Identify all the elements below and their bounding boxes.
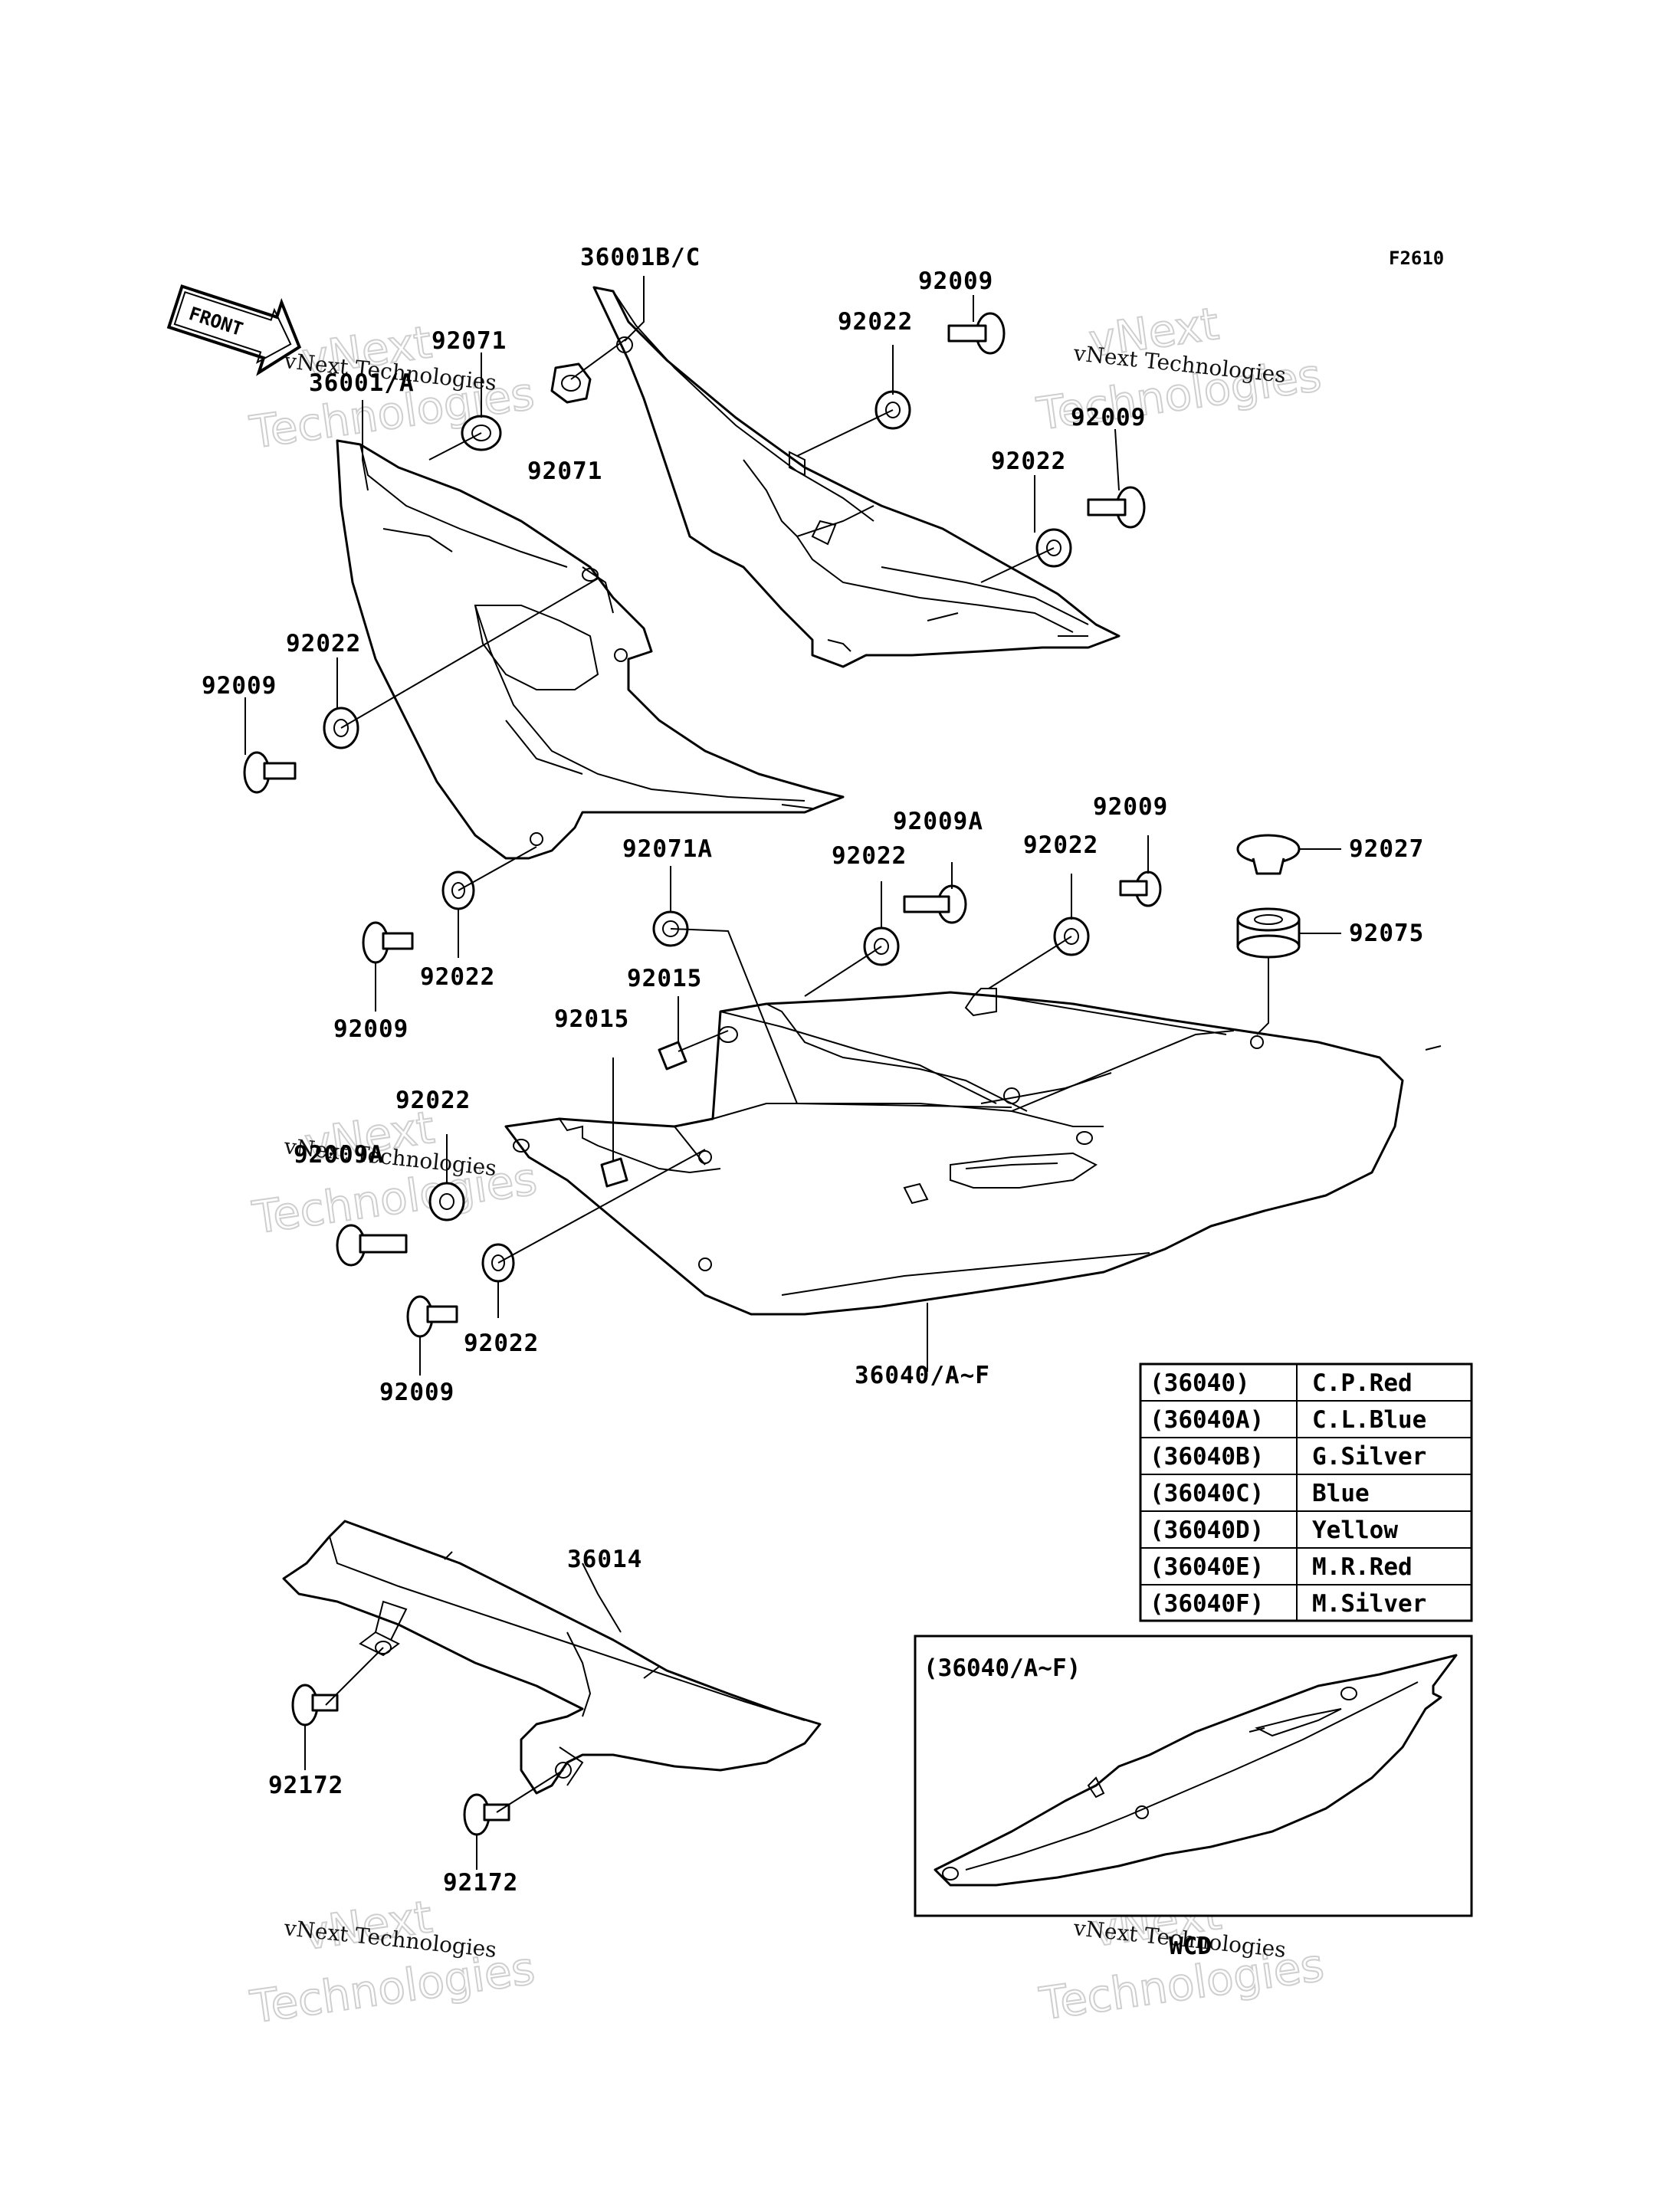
label-92015-1: 92015 <box>627 965 702 992</box>
label-92071-b: 92071 <box>527 457 602 485</box>
table-code-cell: (36040) <box>1150 1369 1250 1397</box>
table-code-cell: (36040E) <box>1150 1553 1264 1581</box>
label-92009-1: 92009 <box>918 267 993 295</box>
table-code-cell: (36040B) <box>1150 1443 1264 1471</box>
screw-92009-1 <box>947 312 1006 355</box>
side-cover-36001a <box>336 439 845 860</box>
table-color-cell: G.Silver <box>1312 1443 1426 1471</box>
label-92071a: 92071A <box>622 835 713 863</box>
inset-seat-cowl-side-view <box>934 1654 1458 1887</box>
label-92009-6: 92009 <box>379 1379 454 1406</box>
table-color-cell: Yellow <box>1312 1517 1398 1544</box>
label-36001a: 36001/A <box>309 369 415 397</box>
label-92022-1: 92022 <box>286 630 361 657</box>
grommet-92071-b <box>550 362 592 404</box>
figure-code: F2610 <box>1389 248 1444 269</box>
table-code-cell: (36040C) <box>1150 1480 1264 1507</box>
screw-92172-2 <box>463 1793 510 1836</box>
inset-box: (36040/A~F) <box>914 1635 1473 1917</box>
label-92172-1: 92172 <box>268 1772 343 1799</box>
spacer-92015-1 <box>658 1041 687 1071</box>
label-92022-3: 92022 <box>991 448 1066 475</box>
label-92022-7: 92022 <box>395 1087 471 1114</box>
label-92009-4: 92009 <box>333 1015 409 1043</box>
label-92172-2: 92172 <box>443 1869 518 1897</box>
screw-92009-4 <box>362 921 414 964</box>
label-92022-6: 92022 <box>1023 831 1098 859</box>
label-36001bc: 36001B/C <box>580 244 701 271</box>
table-color-cell: M.Silver <box>1312 1590 1426 1618</box>
label-92015-2: 92015 <box>554 1005 629 1033</box>
washer-92022-7 <box>428 1182 465 1221</box>
grommet-92075 <box>1236 907 1301 959</box>
label-92009a-1: 92009A <box>893 808 983 835</box>
inset-title: (36040/A~F) <box>924 1654 1081 1682</box>
screw-92009-3 <box>243 751 297 794</box>
table-code-cell: (36040F) <box>1150 1590 1264 1618</box>
label-36040: 36040/A~F <box>855 1362 990 1389</box>
label-92022-5: 92022 <box>832 842 907 870</box>
screw-92009-2 <box>1087 486 1146 529</box>
label-92027: 92027 <box>1349 835 1424 863</box>
leader-lines <box>244 276 1341 1870</box>
screw-92009-6 <box>406 1295 458 1338</box>
label-92022-2: 92022 <box>838 308 913 336</box>
table-color-cell: C.L.Blue <box>1312 1406 1426 1434</box>
table-code-cell: (36040D) <box>1150 1517 1264 1544</box>
label-92009-3: 92009 <box>202 672 277 700</box>
side-cover-36001bc <box>592 286 1121 668</box>
color-table: (36040) C.P.Red (36040A) C.L.Blue (36040… <box>1139 1362 1473 1622</box>
table-color-cell: Blue <box>1312 1480 1370 1507</box>
spacer-92015-2 <box>600 1157 628 1188</box>
label-92009a-2: 92009A <box>294 1141 384 1169</box>
screw-92172-1 <box>291 1684 339 1726</box>
label-92071-a: 92071 <box>431 327 507 355</box>
cover-36014 <box>282 1520 822 1795</box>
inset-caption: WCD <box>1169 1933 1212 1960</box>
label-92022-4: 92022 <box>420 963 495 991</box>
label-36014: 36014 <box>567 1546 642 1573</box>
cap-92027 <box>1236 834 1301 875</box>
screw-92009a-1 <box>903 884 967 924</box>
label-92022-8: 92022 <box>464 1330 539 1357</box>
label-92009-5: 92009 <box>1093 793 1168 821</box>
label-92075: 92075 <box>1349 920 1424 947</box>
label-92009-2: 92009 <box>1071 404 1146 431</box>
screw-92009a-2 <box>336 1224 408 1267</box>
table-color-cell: M.R.Red <box>1312 1553 1413 1581</box>
table-color-cell: C.P.Red <box>1312 1369 1413 1397</box>
front-arrow-icon: FRONT <box>166 284 302 376</box>
table-code-cell: (36040A) <box>1150 1406 1264 1434</box>
screw-92009-5 <box>1119 871 1162 907</box>
seat-cowl-36040 <box>504 988 1442 1316</box>
